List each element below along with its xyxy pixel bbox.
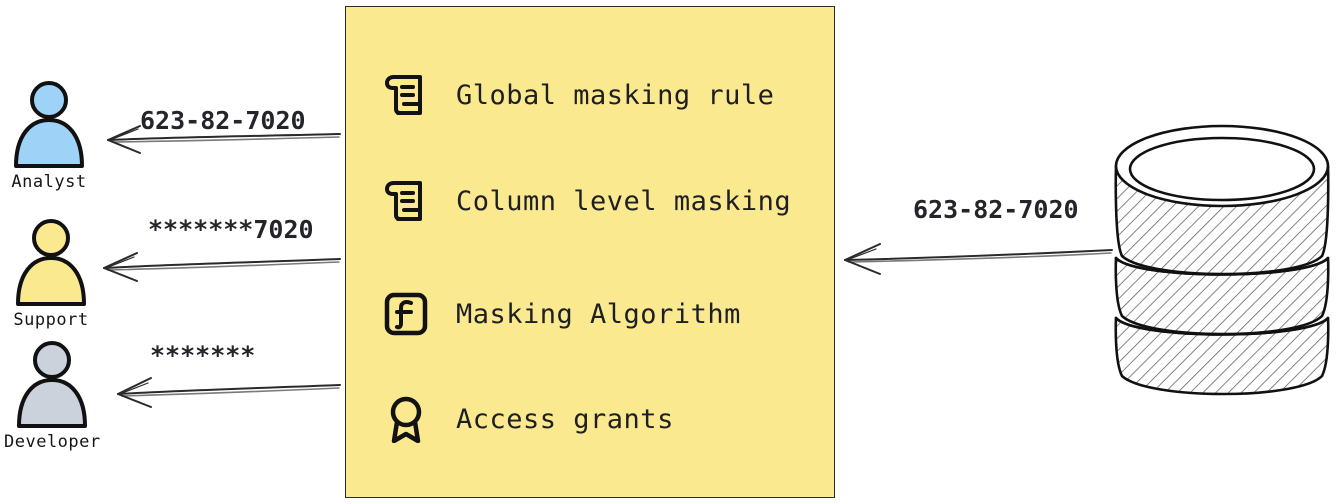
value-label-analyst: 623-82-7020 <box>140 106 306 135</box>
policy-row-label: Global masking rule <box>456 79 775 111</box>
actor-developer[interactable]: Developer <box>4 338 101 452</box>
value-label-database: 623-82-7020 <box>913 195 1079 224</box>
person-icon <box>14 81 84 168</box>
arrow-to-support <box>103 252 341 282</box>
masking-policy-panel: Global masking rule Column level masking <box>345 6 835 498</box>
actor-label: Support <box>13 310 89 330</box>
award-ribbon-icon <box>390 396 422 443</box>
policy-row-global-masking-rule[interactable]: Global masking rule <box>382 71 774 119</box>
database-cylinder-icon[interactable] <box>1108 118 1336 408</box>
scroll-icon <box>385 181 422 221</box>
function-box-icon <box>384 292 428 336</box>
actor-analyst[interactable]: Analyst <box>4 78 94 192</box>
policy-row-access-grants[interactable]: Access grants <box>382 395 674 443</box>
arrow-to-analyst <box>107 125 341 154</box>
value-label-developer: ******* <box>150 341 256 370</box>
policy-row-label: Access grants <box>456 403 674 435</box>
arrow-to-developer <box>117 377 341 408</box>
person-icon <box>17 341 88 428</box>
value-label-support: *******7020 <box>148 215 314 244</box>
policy-row-label: Column level masking <box>456 185 792 217</box>
person-icon <box>16 219 86 306</box>
actor-support[interactable]: Support <box>6 216 96 330</box>
actor-label: Analyst <box>11 172 87 192</box>
scroll-icon <box>385 75 422 115</box>
actor-label: Developer <box>4 432 101 452</box>
policy-row-masking-algorithm[interactable]: Masking Algorithm <box>382 290 741 338</box>
arrow-db-to-panel <box>844 243 1113 275</box>
policy-row-column-level-masking[interactable]: Column level masking <box>382 177 791 225</box>
policy-row-label: Masking Algorithm <box>456 298 741 330</box>
